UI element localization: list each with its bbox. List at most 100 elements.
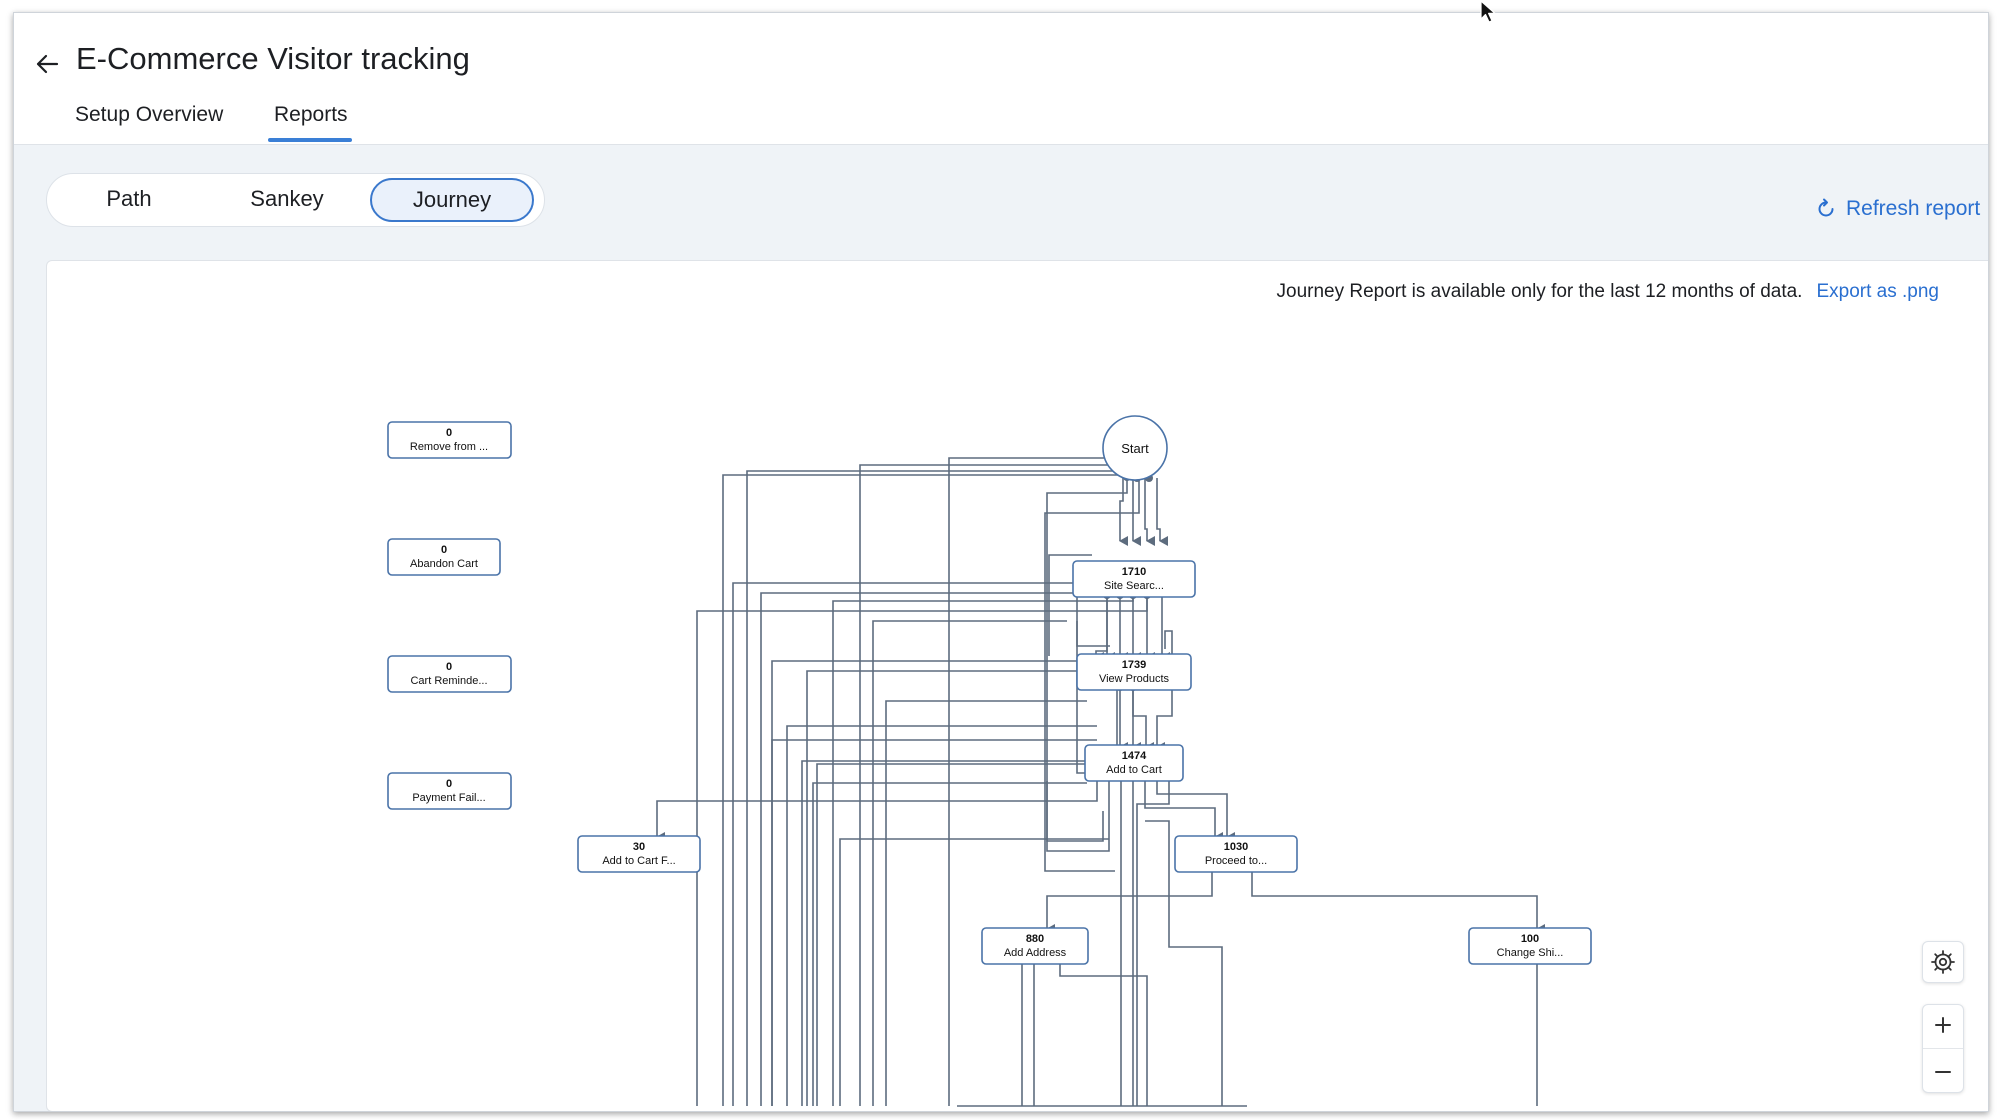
zoom-out-icon <box>1935 1071 1951 1073</box>
edge <box>806 670 1107 1106</box>
edge <box>839 838 1109 1106</box>
edge <box>1095 595 1108 662</box>
node-count: 100 <box>1521 933 1539 945</box>
edge <box>1145 820 1223 1106</box>
start-label: Start <box>1121 441 1149 456</box>
node-label: View Products <box>1099 673 1170 685</box>
journey-node-view-products[interactable]: 1739 View Products <box>1076 653 1192 691</box>
edge <box>1046 777 1110 852</box>
edge <box>872 620 1067 1106</box>
node-count: 0 <box>441 544 447 556</box>
journey-node-reminder[interactable]: 0 Cart Reminde... <box>387 655 512 693</box>
report-type-sankey[interactable]: Sankey <box>250 186 324 211</box>
edge <box>771 739 1097 1106</box>
report-type-path[interactable]: Path <box>106 186 152 211</box>
journey-edges <box>656 457 1545 1107</box>
edge <box>760 592 1077 1106</box>
edge <box>1136 777 1170 1106</box>
node-label: Remove from ... <box>410 441 488 453</box>
node-label: Payment Fail... <box>412 792 485 804</box>
zoom-divider <box>1923 1048 1963 1049</box>
export-png-link[interactable]: Export as .png <box>1816 281 1939 302</box>
page-header: E-Commerce Visitor tracking Setup Overvi… <box>14 13 1988 145</box>
active-tab-indicator <box>268 138 352 142</box>
settings-button[interactable] <box>1923 942 1963 982</box>
settings-icon <box>1931 950 1955 974</box>
node-count: 880 <box>1026 933 1044 945</box>
node-count: 0 <box>446 778 452 790</box>
journey-start-node[interactable]: Start <box>1102 415 1168 481</box>
edge <box>1044 478 1140 872</box>
port-dots <box>1018 454 1541 960</box>
refresh-report-link[interactable]: Refresh report <box>1814 197 1980 221</box>
node-count: 1739 <box>1122 659 1146 671</box>
diagram-settings-control <box>1922 941 1964 983</box>
edge <box>948 457 1110 1106</box>
report-type-journey[interactable]: Journey <box>370 178 534 222</box>
edge <box>1076 621 1110 647</box>
journey-report-panel: Journey Report is available only for the… <box>46 260 1988 1111</box>
journey-node-add-to-cart[interactable]: 1474 Add to Cart <box>1084 744 1184 782</box>
node-count: 1030 <box>1224 841 1248 853</box>
report-type-switcher: Path Sankey Journey <box>46 173 545 227</box>
report-availability-note: Journey Report is available only for the… <box>1277 281 1940 303</box>
edge <box>656 781 1098 842</box>
edge <box>1119 478 1128 546</box>
refresh-report-label: Refresh report <box>1846 197 1981 220</box>
edge <box>732 582 1097 1106</box>
journey-node-remove[interactable]: 0 Remove from ... <box>387 421 512 459</box>
journey-node-change-shipping[interactable]: 100 Change Shi... <box>1468 927 1592 965</box>
node-count: 1710 <box>1122 566 1146 578</box>
tab-setup-overview[interactable]: Setup Overview <box>75 103 224 126</box>
edge <box>1251 864 1545 934</box>
edge <box>1046 478 1128 842</box>
availability-text: Journey Report is available only for the… <box>1276 281 1803 302</box>
edge <box>1144 777 1223 842</box>
edge <box>1156 478 1168 546</box>
node-label: Add Address <box>1004 947 1067 959</box>
node-label: Abandon Cart <box>410 558 478 570</box>
app-window: E-Commerce Visitor tracking Setup Overvi… <box>13 12 1989 1112</box>
node-label: Site Searc... <box>1104 580 1164 592</box>
node-count: 0 <box>446 661 452 673</box>
node-label: Proceed to... <box>1205 855 1267 867</box>
node-count: 0 <box>446 427 452 439</box>
node-label: Change Shi... <box>1497 947 1564 959</box>
back-button[interactable] <box>30 47 64 81</box>
edge <box>1144 478 1155 546</box>
journey-node-payfail[interactable]: 0 Payment Fail... <box>387 772 512 810</box>
tab-reports[interactable]: Reports <box>274 103 348 126</box>
edge <box>1132 687 1154 752</box>
edge <box>1046 864 1213 934</box>
mouse-cursor-icon <box>1480 0 1496 23</box>
back-arrow-icon <box>36 54 59 74</box>
edge <box>786 725 1097 1106</box>
edge <box>1101 685 1118 752</box>
edge <box>1048 554 1092 656</box>
node-label: Cart Reminde... <box>410 675 487 687</box>
edge <box>859 464 1112 1106</box>
journey-node-abandon[interactable]: 0 Abandon Cart <box>387 538 501 576</box>
refresh-icon <box>1818 198 1834 217</box>
journey-diagram: Start 0 Remove from ... 0 Abandon Cart 0… <box>387 415 1592 1107</box>
zoom-out-button[interactable] <box>1923 1052 1963 1092</box>
zoom-controls <box>1922 1004 1964 1093</box>
reports-content: Path Sankey Journey Refresh report Journ… <box>14 145 1988 1111</box>
journey-node-add-address[interactable]: 880 Add Address <box>981 927 1089 965</box>
edge <box>1156 777 1235 842</box>
edge <box>816 763 1095 1106</box>
zoom-in-icon <box>1935 1017 1951 1033</box>
zoom-in-button[interactable] <box>1923 1005 1963 1045</box>
edge <box>812 782 1087 1106</box>
journey-node-site-search[interactable]: 1710 Site Searc... <box>1072 560 1196 598</box>
edge <box>801 760 1092 1106</box>
journey-node-proceed[interactable]: 1030 Proceed to... <box>1174 835 1298 873</box>
node-label: Add to Cart F... <box>602 855 675 867</box>
edge <box>885 700 1087 1106</box>
journey-node-add-to-cart-failed[interactable]: 30 Add to Cart F... <box>577 835 701 873</box>
edge <box>771 660 1133 1106</box>
edge <box>746 470 1117 1106</box>
node-count: 1474 <box>1122 750 1147 762</box>
edge <box>722 474 1120 1106</box>
node-label: Add to Cart <box>1106 764 1162 776</box>
